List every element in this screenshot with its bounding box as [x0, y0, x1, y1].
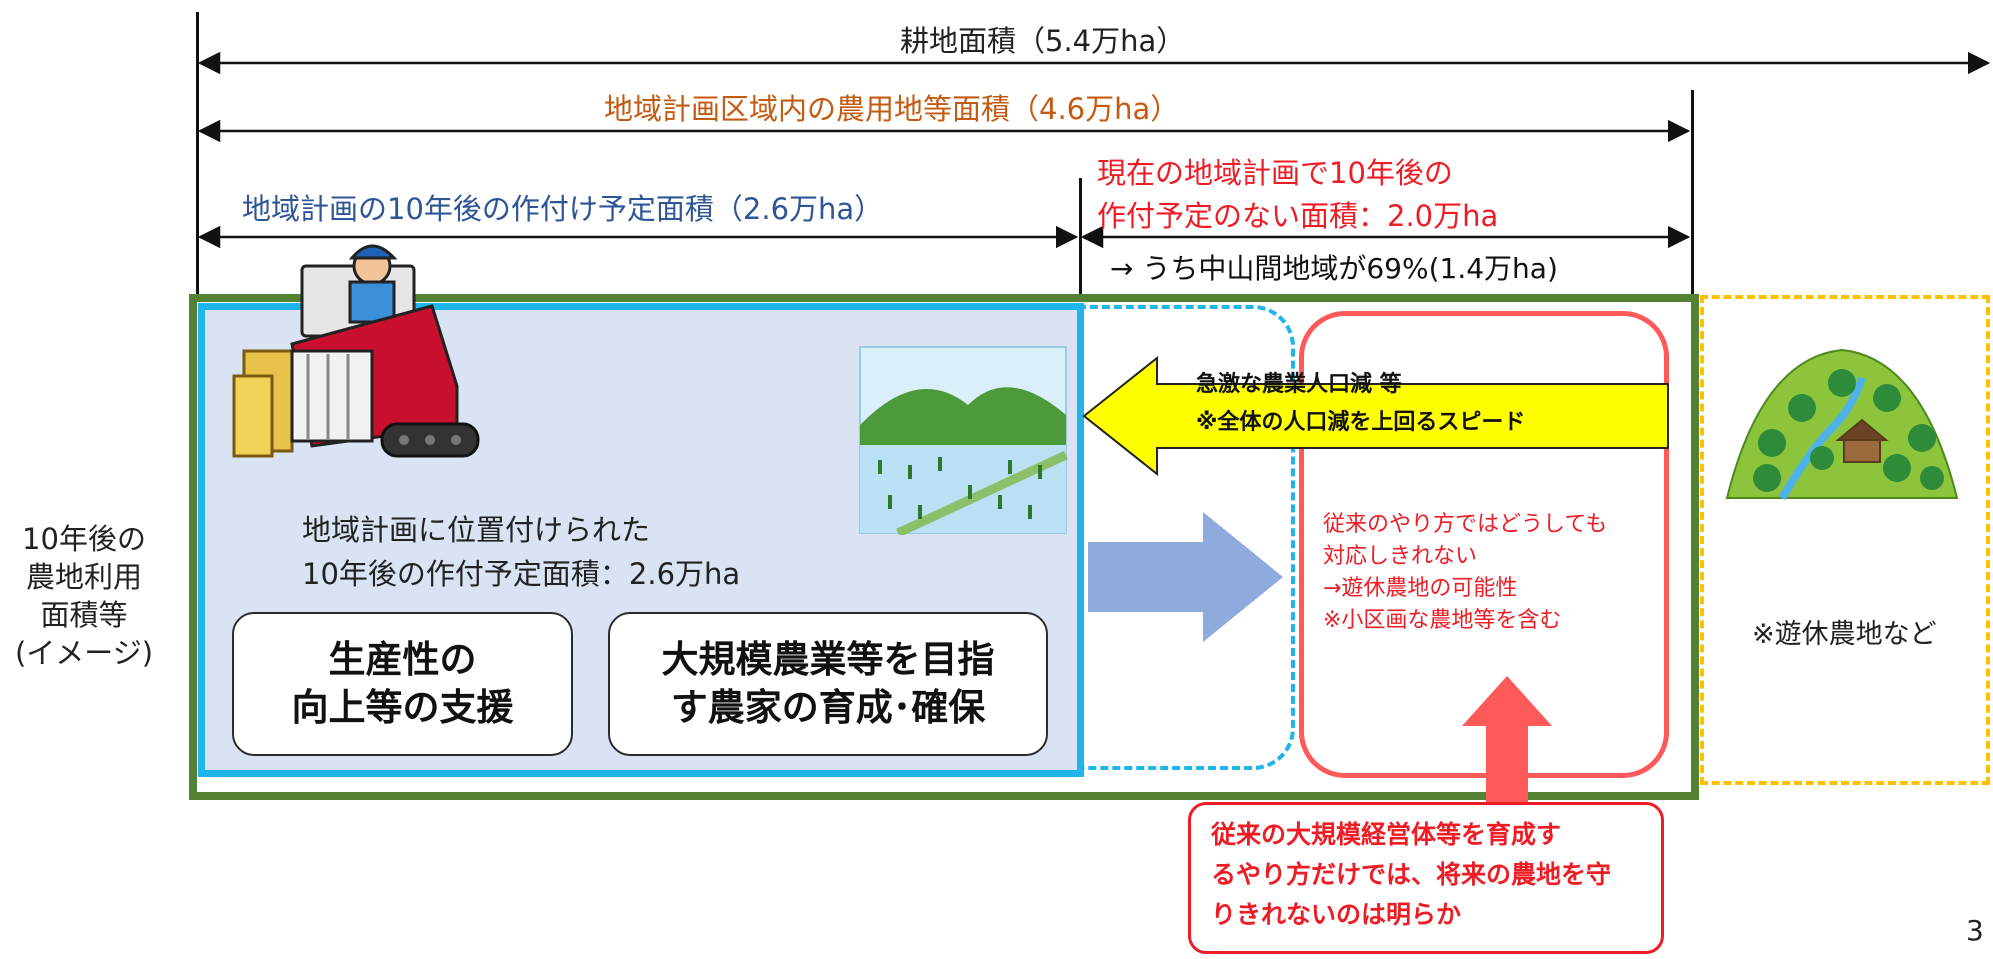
yellow-arrow-text: 急激な農業人口減 等 ※全体の人口減を上回るスピード — [1196, 366, 1525, 442]
rice-field-icon — [859, 346, 1068, 535]
yellow-left-arrow — [1082, 356, 1669, 476]
blue-right-arrow — [1088, 512, 1283, 642]
left-boundary-line — [196, 12, 199, 300]
total-area-label: 耕地面積（5.4万ha） — [900, 24, 1186, 58]
callout-line: 従来の大規模経営体等を育成す — [1211, 820, 1562, 849]
plan-boundary-line — [1691, 90, 1694, 300]
bottom-callout: 従来の大規模経営体等を育成す るやり方だけでは、将来の農地を守 りきれないのは明… — [1188, 802, 1664, 954]
unplanned-label-line1: 現在の地域計画で10年後の — [1097, 156, 1453, 190]
unplanned-label-line2: 作付予定のない面積：2.0万ha — [1097, 199, 1499, 233]
forest-village-icon — [1725, 348, 1959, 501]
mid-boundary-line — [1079, 178, 1082, 300]
page-number: 3 — [1966, 914, 1984, 947]
red-box-line: 従来のやり方ではどうしても — [1323, 512, 1608, 537]
farmland-frame — [189, 294, 1699, 800]
callout-line: るやり方だけでは、将来の農地を守 — [1211, 860, 1612, 889]
left-label-line: (イメージ) — [14, 636, 154, 670]
idle-land-label: ※遊休農地など — [1752, 619, 1937, 650]
plan-area-label: 地域計画区域内の農用地等面積（4.6万ha） — [604, 92, 1180, 126]
productivity-support-box: 生産性の 向上等の支援 — [232, 612, 573, 756]
left-label-line: 10年後の — [22, 522, 146, 556]
red-box-line: →遊休農地の可能性 — [1323, 576, 1518, 601]
yellow-arrow-line2: ※全体の人口減を上回るスピード — [1196, 410, 1526, 435]
left-label-line: 農地利用 — [25, 560, 142, 594]
idle-land-box — [1700, 295, 1990, 785]
red-box-line: 対応しきれない — [1323, 544, 1478, 569]
yellow-arrow-line1: 急激な農業人口減 等 — [1196, 372, 1402, 397]
red-box-line: ※小区画な農地等を含む — [1323, 608, 1562, 633]
mountain-share-label: → うち中山間地域が69%(1.4万ha) — [1110, 252, 1558, 285]
red-box-text: 従来のやり方ではどうしても 対応しきれない →遊休農地の可能性 ※小区画な農地等… — [1323, 509, 1607, 637]
main-caption-line2: 10年後の作付予定面積：2.6万ha — [302, 557, 741, 591]
combine-harvester-farmer-icon — [232, 244, 480, 458]
main-caption: 地域計画に位置付けられた 10年後の作付予定面積：2.6万ha — [302, 508, 740, 596]
main-caption-line1: 地域計画に位置付けられた — [302, 513, 651, 547]
left-side-label: 10年後の 農地利用 面積等 (イメージ) — [4, 520, 164, 672]
red-up-arrow — [1462, 676, 1552, 814]
farmer-development-box: 大規模農業等を目指 す農家の育成･確保 — [608, 612, 1048, 756]
callout-line: りきれないのは明らか — [1211, 900, 1462, 929]
left-label-line: 面積等 — [40, 598, 128, 632]
planned-area-label: 地域計画の10年後の作付け予定面積（2.6万ha） — [242, 192, 884, 226]
